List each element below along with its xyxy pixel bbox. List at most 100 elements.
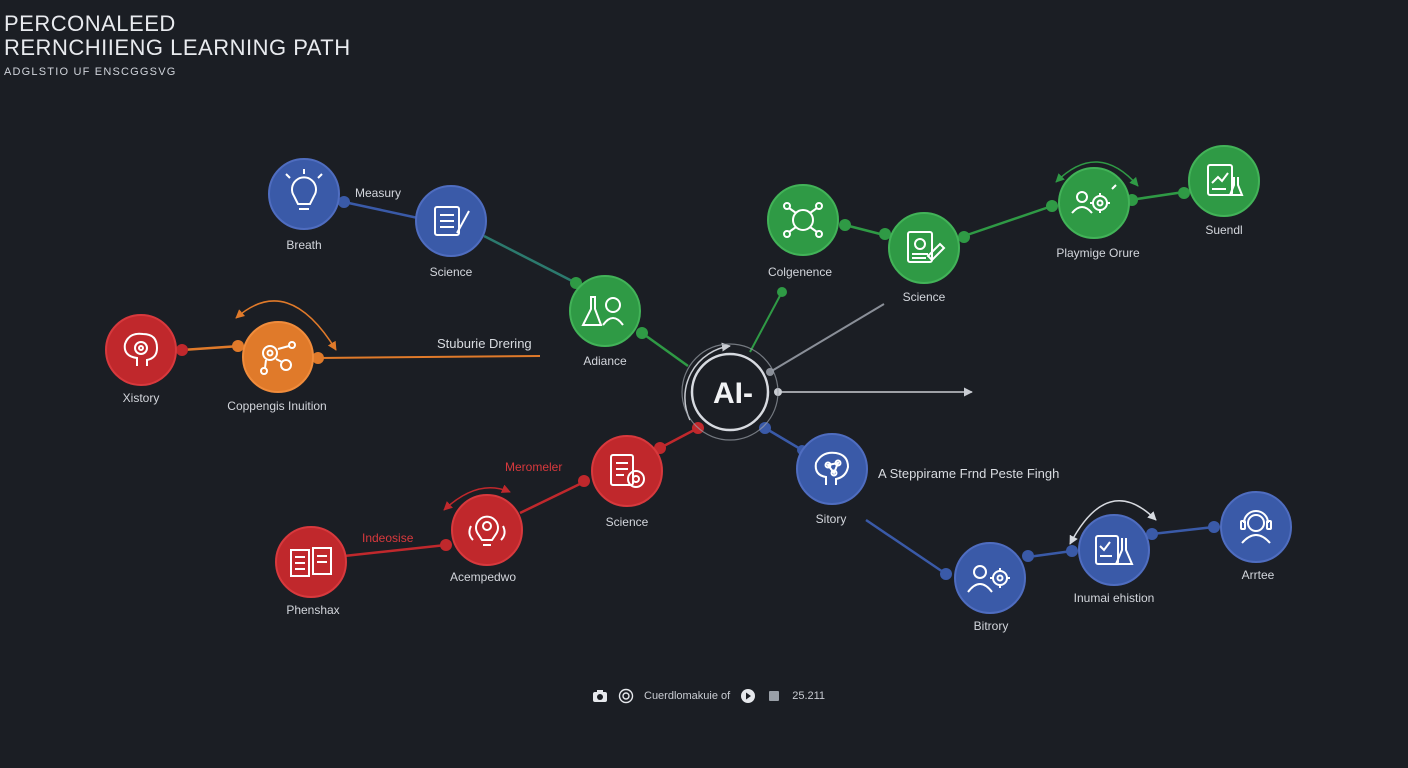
edge-label-indeosise: Indeosise [362,531,414,545]
node-suendl[interactable] [1188,145,1260,217]
node-playmige-orure[interactable] [1058,167,1130,239]
edge-science-playmige [963,204,1053,238]
node-label-adiance: Adiance [583,354,627,368]
edge-acempedwo-phenshax [343,543,447,558]
lab-flask-person-icon [581,296,624,326]
edge-science-acempedwo [519,480,585,515]
edge-bitrory-inumai [1027,549,1073,559]
edge-hub-colgenence [749,291,783,353]
lightbulb-icon [285,169,323,210]
node-coppengis-inuition[interactable] [242,321,314,393]
edge-adiance-hub [641,331,689,368]
square-icon[interactable] [766,688,782,704]
edge-hub-sitory [764,426,803,452]
edge-hub-science-red [659,426,699,450]
node-arrtee[interactable] [1220,491,1292,563]
person-headset-icon [1240,510,1272,544]
node-science-green[interactable] [888,212,960,284]
cycle-arrows [235,161,1157,545]
dot [1178,187,1190,199]
document-pen-icon [434,206,470,236]
ai-hub[interactable]: AI- [681,343,779,441]
node-xistory[interactable] [105,314,177,386]
node-colgenence[interactable] [767,184,839,256]
cycle-arrow-red [443,484,511,511]
dot [636,327,648,339]
footer-number: 25.211 [792,690,826,702]
camera-icon[interactable] [592,688,608,704]
footer-text: Cuerdlomakuie of [644,690,731,702]
node-label-acempedwo: Acempedwo [450,570,516,584]
node-label-colgenence: Colgenence [768,265,832,279]
dot [440,539,452,551]
dot [839,219,851,231]
edge-label-stepprame: A Steppirame Frnd Peste Fingh [878,466,1059,481]
node-inumai-ehistion[interactable] [1078,514,1150,586]
dot [1208,521,1220,533]
dot [766,368,774,376]
edge-breath-science [343,200,419,220]
dot [312,352,324,364]
brain-gear-icon [123,332,159,366]
node-phenshax[interactable] [275,526,347,598]
edge-coppengis-stuburie [317,355,541,359]
document-gear-icon [610,454,645,488]
title-line-2: RERNCHIIENG LEARNING PATH [4,35,351,60]
node-science-red[interactable] [591,435,663,507]
node-label-breath: Breath [286,238,321,252]
dot [654,442,666,454]
node-label-sitory: Sitory [816,512,847,526]
node-science-blue[interactable] [415,185,487,257]
dot [570,277,582,289]
title-line-1: PERCONALEED [4,11,176,36]
header: PERCONALEED RERNCHIIENG LEARNING PATH AD… [4,11,351,79]
edge-science-adiance [483,234,577,285]
brain-network-icon [814,451,850,485]
node-acempedwo[interactable] [451,494,523,566]
node-label-playmige-orure: Playmige Orure [1056,246,1140,260]
connector-dots [176,187,1220,580]
node-label-science-blue: Science [430,265,473,279]
dot [1022,550,1034,562]
footer: Cuerdlomakuie of 25.211 [592,687,825,705]
node-label-coppengis-inuition: Coppengis Inuition [227,399,326,413]
document-flask-icon [1095,535,1134,565]
edge-label-measury: Measury [355,186,401,200]
edge-inumai-arrtee [1151,525,1215,536]
dot [759,422,771,434]
dot [176,344,188,356]
node-label-arrtee: Arrtee [1242,568,1275,582]
node-bitrory[interactable] [954,542,1026,614]
node-sitory[interactable] [796,433,868,505]
node-label-science-red: Science [606,515,649,529]
document-tag-icon [907,231,946,263]
people-gear-icon [967,565,1010,593]
edge-xistory-coppengis [181,344,241,352]
node-label-xistory: Xistory [123,391,160,405]
hub-circle [690,352,770,432]
people-gear-icon [1071,184,1117,214]
lightbulb-gear-icon [468,515,506,546]
chart-flask-icon [1207,164,1244,196]
edge-hub-science-green [769,303,885,373]
node-breath[interactable] [268,158,340,230]
node-label-inumai-ehistion: Inumai ehistion [1074,591,1155,605]
edge-playmige-suendl [1129,190,1185,202]
node-label-bitrory: Bitrory [974,619,1009,633]
dot [940,568,952,580]
dot [1146,528,1158,540]
network-globe-icon [783,202,823,238]
dot [232,340,244,352]
edge-label-meromeler: Meromeler [505,460,562,474]
cycle-arrow-white [1069,500,1157,545]
target-icon[interactable] [618,688,634,704]
dot [777,287,787,297]
dot [1046,200,1058,212]
cycle-arrow-green [1055,161,1139,187]
node-label-phenshax: Phenshax [286,603,339,617]
node-adiance[interactable] [569,275,641,347]
dot [578,475,590,487]
edge-sitory-bitrory [865,518,947,576]
play-icon[interactable] [740,688,756,704]
